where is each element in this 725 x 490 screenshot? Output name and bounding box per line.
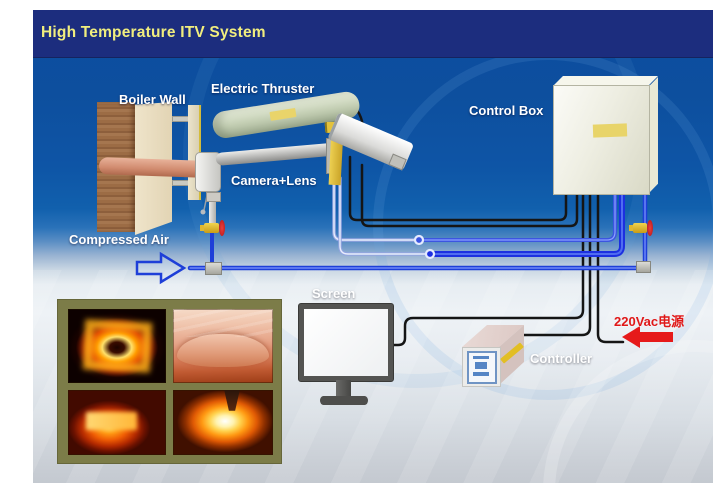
pipe-tee-connector-icon (205, 262, 222, 275)
controller-front-label (467, 351, 497, 384)
page-title: High Temperature ITV System (41, 24, 266, 41)
valve-handle-icon (647, 220, 653, 236)
label-power-supply: 220Vac电源 (614, 314, 685, 329)
monitor-stand-base (320, 396, 368, 405)
ignition-flame-view (173, 390, 273, 455)
power-input-arrow-icon (622, 326, 673, 348)
label-controller: Controller (530, 351, 593, 366)
thruster-label-sticker (269, 107, 297, 121)
furnace-ceiling-view (173, 309, 273, 383)
label-screen: Screen (312, 286, 356, 301)
monitor-screen (304, 309, 388, 376)
burner-flame-square-view (68, 309, 166, 383)
air-valve-left-icon (204, 223, 219, 233)
monitor (298, 303, 394, 382)
plumb-ball (200, 209, 206, 215)
valve-stem (200, 225, 205, 231)
compressed-air-flow-arrow-icon (135, 251, 187, 285)
furnace-photo-panel (57, 299, 282, 464)
camera-cable-2 (360, 163, 579, 228)
furnace-glow-view (68, 390, 166, 455)
itv-system-diagram: High Temperature ITV System Boiler Wall … (33, 10, 713, 483)
label-bar-icon (473, 372, 489, 376)
label-camera-lens: Camera+Lens (231, 173, 317, 188)
monitor-stand-neck (336, 380, 351, 397)
valve-stem (629, 225, 634, 231)
label-box-icon (475, 362, 487, 369)
tube-coupling-ring (413, 234, 425, 246)
control-box-front-face (553, 85, 650, 195)
label-boiler-wall: Boiler Wall (119, 92, 186, 107)
controller-cable (518, 192, 592, 337)
valve-handle-icon (219, 220, 225, 236)
control-box-top-face (553, 76, 658, 86)
camera-air-tubes (332, 176, 428, 256)
label-electric-thruster: Electric Thruster (211, 81, 315, 96)
label-compressed-air: Compressed Air (69, 232, 169, 247)
camera-mount-block (206, 192, 221, 202)
power-cable (596, 192, 625, 344)
pipe-elbow-connector-icon (636, 261, 651, 273)
air-pipes (187, 191, 648, 271)
control-box-label-sticker (592, 123, 628, 138)
air-valve-right-icon (633, 223, 647, 233)
control-box-side-face (649, 77, 658, 193)
controller-front-panel (462, 347, 501, 387)
signal-cables (344, 100, 625, 347)
camera-mount-rod (209, 194, 216, 224)
label-control-box: Control Box (469, 103, 544, 118)
title-bar: High Temperature ITV System (33, 10, 713, 58)
screen-cable (383, 192, 585, 347)
tube-coupling-ring (424, 248, 436, 260)
label-bar-icon (473, 356, 489, 359)
cable-and-pipe-layer (135, 100, 673, 348)
camera-cable-1 (348, 155, 568, 222)
